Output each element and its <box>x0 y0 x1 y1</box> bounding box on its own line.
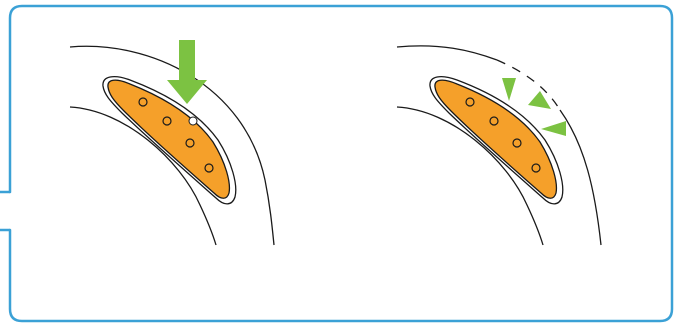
hole <box>162 116 172 126</box>
orange-slot <box>434 79 558 199</box>
outer-curve-line <box>559 109 602 246</box>
panel-before <box>69 40 275 246</box>
click-mark-icon <box>528 91 551 109</box>
hole <box>512 138 522 148</box>
orange-slot <box>107 79 231 199</box>
outer-curve-dashed <box>496 59 561 111</box>
click-mark-icon <box>541 121 566 136</box>
inner-curve-line <box>69 106 217 246</box>
panel-after <box>396 45 602 246</box>
hole <box>204 163 214 173</box>
hole <box>138 97 148 107</box>
outer-curve-line <box>69 45 275 246</box>
hole <box>465 97 475 107</box>
hole <box>531 163 541 173</box>
outer-curve-line <box>396 45 498 61</box>
hole <box>489 116 499 126</box>
hole <box>185 138 195 148</box>
down-arrow-icon <box>167 40 207 104</box>
frame-border <box>8 4 674 323</box>
click-mark-icon <box>502 78 516 101</box>
inner-curve-line <box>396 106 544 246</box>
pressed-hole <box>188 116 198 126</box>
